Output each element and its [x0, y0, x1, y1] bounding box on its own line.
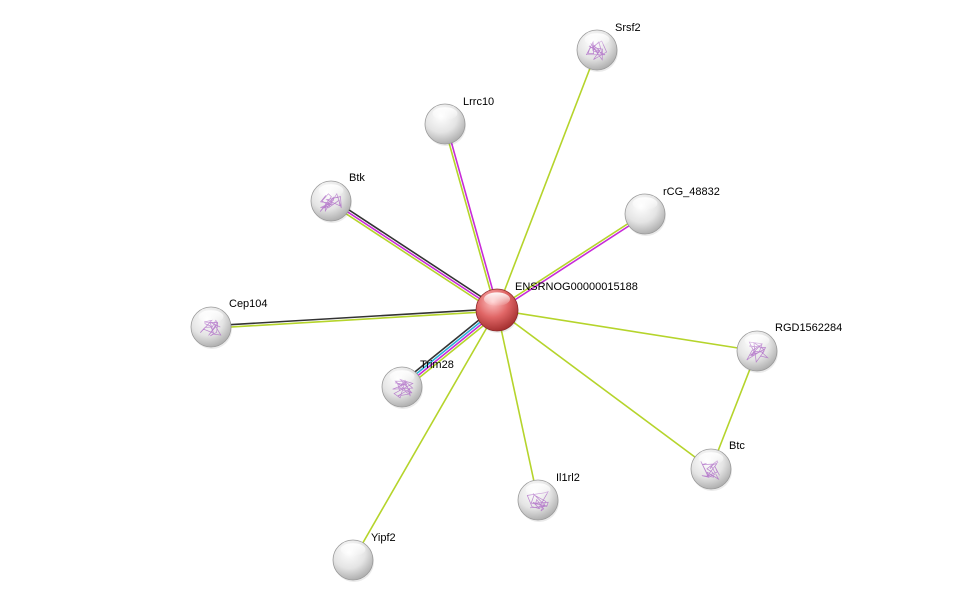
edge-evidence-line — [710, 350, 758, 470]
node-highlight — [198, 310, 224, 323]
node-highlight — [698, 452, 724, 465]
edge-center-lrrc10[interactable] — [443, 123, 499, 311]
edge-evidence-line — [331, 198, 499, 309]
edge-evidence-line — [496, 309, 758, 352]
edge-center-yipf2[interactable] — [352, 309, 498, 561]
edge-evidence-line — [496, 49, 598, 311]
edge-evidence-line — [496, 309, 712, 470]
node-highlight — [483, 292, 511, 306]
edge-center-btk[interactable] — [329, 198, 499, 313]
node-il1rl2[interactable]: Il1rl2 — [517, 472, 580, 522]
node-label: Cep104 — [229, 298, 268, 310]
edge-evidence-line — [211, 310, 498, 329]
node-label: rCG_48832 — [663, 186, 720, 198]
node-highlight — [525, 483, 551, 496]
node-highlight — [432, 107, 458, 120]
node-srsf2[interactable]: Srsf2 — [576, 22, 641, 72]
edge-center-srsf2[interactable] — [496, 49, 598, 311]
edge-evidence-line — [445, 123, 499, 310]
edge-evidence-line — [443, 124, 497, 311]
edge-rgd-btc[interactable] — [710, 350, 758, 470]
node-rgd[interactable]: RGD1562284 — [736, 322, 842, 373]
node-btk[interactable]: Btk — [310, 172, 365, 223]
edge-evidence-line — [329, 202, 497, 313]
protein-structure-icon — [526, 490, 549, 512]
node-highlight — [389, 370, 415, 383]
protein-structure-icon — [392, 378, 414, 399]
edge-center-rcg[interactable] — [495, 212, 647, 312]
node-highlight — [744, 334, 770, 347]
edge-center-btc[interactable] — [496, 309, 712, 470]
node-lrrc10[interactable]: Lrrc10 — [424, 96, 494, 146]
node-btc[interactable]: Btc — [690, 440, 745, 491]
node-highlight — [340, 543, 366, 556]
node-label: ENSRNOG00000015188 — [515, 281, 638, 293]
node-yipf2[interactable]: Yipf2 — [332, 532, 396, 582]
node-trim28[interactable]: Trim28 — [381, 359, 454, 409]
node-center[interactable]: ENSRNOG00000015188 — [475, 281, 638, 333]
edge-center-cep104[interactable] — [210, 308, 498, 329]
edge-evidence-line — [497, 214, 647, 312]
node-highlight — [632, 197, 658, 211]
node-highlight — [318, 184, 344, 198]
node-label: RGD1562284 — [775, 322, 842, 334]
node-highlight — [584, 33, 610, 46]
node-label: Srsf2 — [615, 22, 641, 34]
edge-evidence-line — [495, 212, 645, 310]
node-label: Yipf2 — [371, 532, 396, 544]
node-label: Btc — [729, 440, 745, 452]
edge-evidence-line — [330, 200, 498, 311]
node-rcg[interactable]: rCG_48832 — [624, 186, 720, 236]
edge-evidence-line — [210, 308, 497, 327]
node-label: Il1rl2 — [556, 472, 580, 484]
edge-evidence-line — [352, 309, 498, 561]
edge-center-rgd[interactable] — [496, 309, 758, 352]
node-label: Trim28 — [420, 359, 454, 371]
protein-structure-icon — [700, 460, 720, 481]
node-label: Lrrc10 — [463, 96, 494, 108]
node-cep104[interactable]: Cep104 — [190, 298, 268, 349]
edge-evidence-line — [496, 309, 539, 501]
protein-structure-icon — [200, 319, 222, 337]
node-label: Btk — [349, 172, 365, 184]
edge-center-il1rl2[interactable] — [496, 309, 539, 501]
protein-structure-icon — [319, 192, 342, 213]
